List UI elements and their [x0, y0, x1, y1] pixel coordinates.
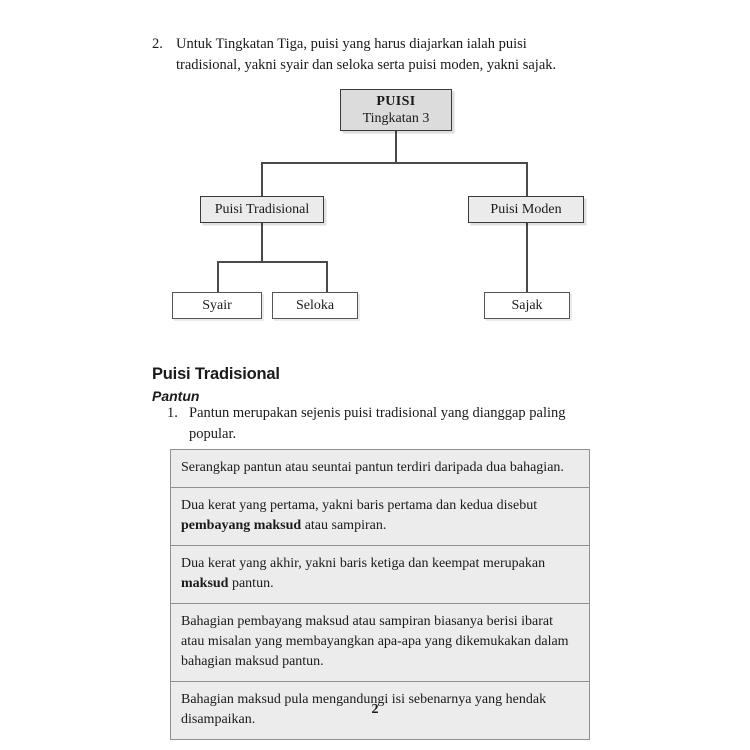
connector-tradisional-down — [261, 222, 263, 262]
intro-list-text: Untuk Tingkatan Tiga, puisi yang harus d… — [176, 36, 557, 73]
flowchart-node-sajak: Sajak — [484, 292, 570, 319]
flowchart-node-puisi-tradisional-label: Puisi Tradisional — [214, 202, 310, 217]
page-number: 2 — [371, 702, 379, 717]
table-row: Bahagian maksud pula mengandungi isi seb… — [171, 682, 589, 739]
flowchart-node-sajak-label: Sajak — [511, 298, 543, 313]
connector-to-sajak — [526, 222, 528, 293]
table-cell-emphasis: pembayang maksud — [181, 518, 302, 533]
table-cell-text: atau sampiran. — [301, 518, 387, 533]
connector-to-syair — [217, 261, 219, 293]
table-row: Serangkap pantun atau seuntai pantun ter… — [171, 450, 589, 488]
connector-root-down — [395, 131, 397, 163]
pantun-list-text: Pantun merupakan sejenis puisi tradision… — [189, 405, 566, 442]
flowchart-node-puisi-tradisional: Puisi Tradisional — [200, 196, 324, 223]
intro-list-item: 2. Untuk Tingkatan Tiga, puisi yang haru… — [152, 34, 572, 76]
table-cell-emphasis: maksud — [181, 576, 229, 591]
table-cell-text: Dua kerat yang pertama, yakni baris pert… — [181, 498, 538, 513]
connector-level3-bar — [217, 261, 327, 263]
flowchart-node-seloka: Seloka — [272, 292, 358, 319]
connector-to-moden — [526, 162, 528, 196]
section-subtitle: Pantun — [152, 388, 200, 404]
flowchart-node-puisi-moden: Puisi Moden — [468, 196, 584, 223]
connector-to-tradisional — [261, 162, 263, 196]
table-cell-text: Bahagian maksud pula mengandungi isi seb… — [181, 692, 547, 727]
table-cell-text: Bahagian pembayang maksud atau sampiran … — [181, 614, 569, 669]
section-title: Puisi Tradisional — [152, 365, 280, 383]
table-cell-text: pantun. — [228, 576, 274, 591]
table-row: Bahagian pembayang maksud atau sampiran … — [171, 604, 589, 682]
pantun-facts-table: Serangkap pantun atau seuntai pantun ter… — [170, 449, 590, 740]
table-cell-text: Serangkap pantun atau seuntai pantun ter… — [181, 460, 564, 475]
table-cell-text: Dua kerat yang akhir, yakni baris ketiga… — [181, 556, 546, 571]
pantun-list-number: 1. — [167, 405, 178, 421]
flowchart-node-root-line1: PUISI — [376, 94, 416, 109]
flowchart-node-seloka-label: Seloka — [295, 298, 335, 313]
puisi-flowchart: PUISI Tingkatan 3 Puisi Tradisional Puis… — [0, 0, 750, 340]
connector-to-seloka — [326, 261, 328, 293]
flowchart-node-syair-label: Syair — [202, 298, 232, 313]
table-row: Dua kerat yang pertama, yakni baris pert… — [171, 488, 589, 546]
pantun-list-item: 1. Pantun merupakan sejenis puisi tradis… — [167, 403, 587, 445]
intro-list-number: 2. — [152, 36, 163, 52]
flowchart-node-root: PUISI Tingkatan 3 — [340, 89, 452, 131]
flowchart-node-root-line2: Tingkatan 3 — [362, 111, 430, 126]
flowchart-node-syair: Syair — [172, 292, 262, 319]
flowchart-node-puisi-moden-label: Puisi Moden — [490, 202, 562, 217]
table-row: Dua kerat yang akhir, yakni baris ketiga… — [171, 546, 589, 604]
connector-level2-bar — [261, 162, 527, 164]
